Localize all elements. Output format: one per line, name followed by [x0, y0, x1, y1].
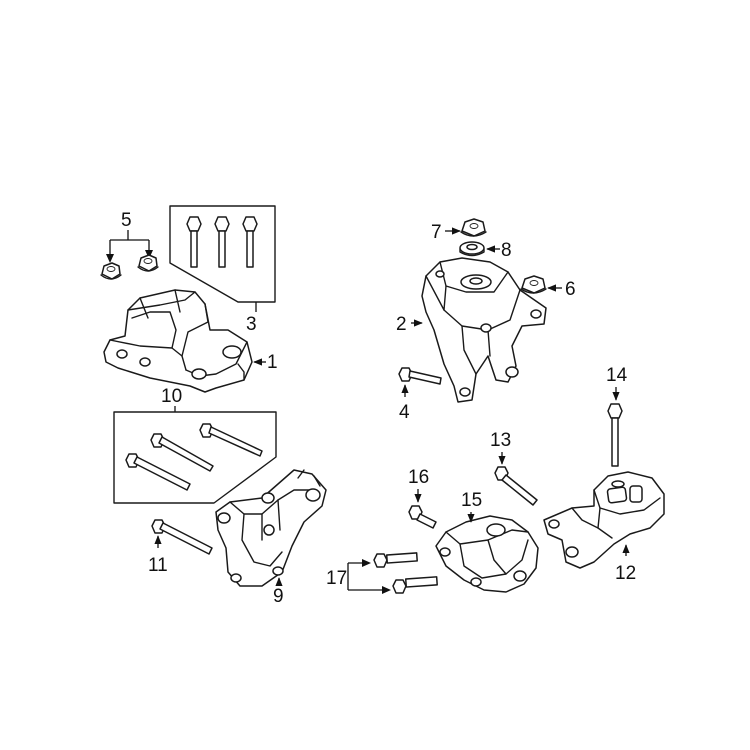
bolt-part-4 [398, 367, 442, 385]
bolt-kit-10 [125, 423, 263, 491]
bolt-part-17b [392, 576, 438, 594]
callout-14: 14 [606, 365, 628, 401]
callout-label-10: 10 [161, 386, 182, 407]
engine-mount-part-1 [103, 289, 253, 393]
bolt-kit-3 [186, 216, 258, 268]
mount-bracket-part-15 [435, 515, 539, 593]
bolt-10b [150, 433, 214, 472]
callout-label-14: 14 [606, 365, 628, 386]
callout-13: 13 [490, 430, 511, 465]
bracket-part-9 [215, 469, 327, 587]
callout-label-17: 17 [326, 568, 347, 589]
callout-label-4: 4 [399, 402, 410, 423]
callout-label-3: 3 [246, 314, 257, 335]
callout-label-12: 12 [615, 563, 636, 584]
callout-label-7: 7 [431, 222, 442, 243]
callout-label-16: 16 [408, 467, 429, 488]
bolt-10a [199, 423, 263, 457]
bolt-10c [125, 453, 191, 491]
bolt-3c [242, 216, 258, 268]
callout-label-2: 2 [396, 314, 407, 335]
callout-label-15: 15 [461, 490, 482, 511]
callout-17: 17 [326, 559, 391, 594]
washer-part-8 [459, 241, 485, 257]
callout-label-6: 6 [565, 279, 576, 300]
callout-label-11: 11 [148, 555, 168, 576]
bolt-part-16 [408, 505, 437, 529]
callout-11: 11 [148, 535, 168, 576]
mount-bracket-part-2 [421, 257, 547, 403]
bolt-part-14 [607, 403, 623, 467]
callout-6: 6 [547, 279, 576, 300]
callout-15: 15 [461, 490, 482, 523]
nut-part-7 [460, 218, 487, 237]
callout-label-1: 1 [267, 352, 278, 373]
callout-label-9: 9 [273, 586, 284, 607]
callout-5: 5 [106, 210, 153, 263]
callout-9: 9 [273, 577, 284, 607]
nut-part-6 [520, 275, 547, 294]
callout-16: 16 [408, 467, 429, 503]
lower-mount-part-12 [543, 471, 665, 569]
callout-8: 8 [486, 240, 512, 261]
bolt-3a [186, 216, 202, 268]
callout-2: 2 [396, 314, 423, 335]
nut-part-5a [100, 262, 122, 280]
callout-1: 1 [253, 352, 278, 373]
callout-4: 4 [399, 384, 410, 423]
callout-label-8: 8 [501, 240, 512, 261]
bolt-part-17a [373, 552, 418, 568]
bolt-3b [214, 216, 230, 268]
callout-label-5: 5 [121, 210, 132, 231]
callout-12: 12 [615, 544, 636, 584]
callout-label-13: 13 [490, 430, 511, 451]
callout-3: 3 [169, 205, 276, 335]
bolt-part-11 [151, 519, 213, 555]
nut-part-5b [137, 254, 159, 272]
callout-10: 10 [113, 386, 277, 504]
callout-7: 7 [431, 222, 461, 243]
bolt-part-13 [494, 466, 538, 506]
